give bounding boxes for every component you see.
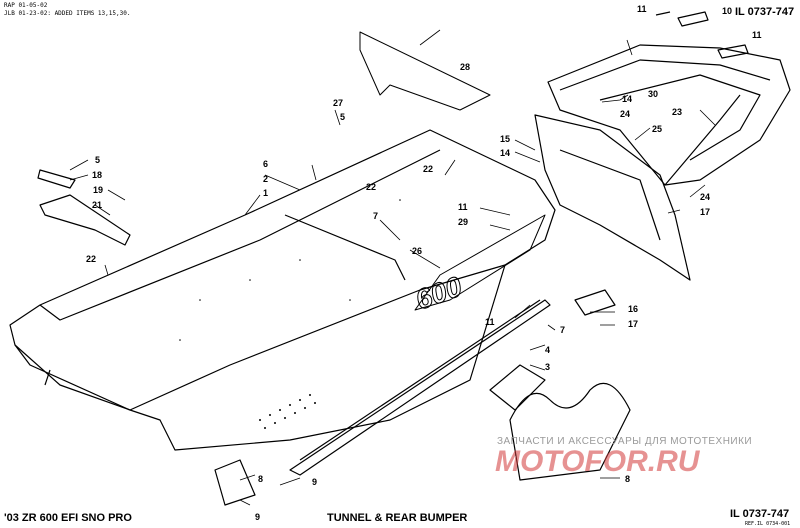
reference-id: REF.IL 0734-001 — [745, 521, 791, 527]
callout-2: 2 — [263, 174, 268, 184]
callout-8a: 8 — [258, 474, 263, 484]
callout-5b: 5 — [95, 155, 100, 165]
callout-22c: 22 — [86, 254, 96, 264]
callout-7b: 7 — [560, 325, 565, 335]
revision-line-2: JLB 01-23-02: ADDED ITEMS 13,15,30. — [4, 10, 131, 17]
decal-600: 600 — [411, 270, 466, 315]
callout-24b: 24 — [700, 192, 710, 202]
rear-flap-18 — [534, 114, 691, 281]
callout-19: 18 — [92, 170, 102, 180]
callout-1: 1 — [263, 188, 268, 198]
callout-27: 27 — [333, 98, 343, 108]
spring-3 — [509, 382, 631, 481]
callout-11: 10 — [722, 6, 732, 16]
revision-line-1: RAP 01-05-02 — [4, 2, 48, 9]
callout-25: 25 — [652, 124, 662, 134]
callout-26: 26 — [412, 246, 422, 256]
callout-15a: 14 — [500, 148, 510, 158]
callout-24a: 24 — [620, 109, 630, 119]
model-title: '03 ZR 600 EFI SNO PRO — [4, 512, 132, 524]
bracket-3 — [489, 364, 546, 411]
callout-29: 29 — [458, 217, 468, 227]
callout-17: 17 — [628, 319, 638, 329]
snowflap-28 — [359, 31, 491, 111]
callout-13d: 11 — [485, 317, 495, 327]
watermark-line-1: ЗАПЧАСТИ И АКСЕССУАРЫ ДЛЯ МОТОТЕХНИКИ — [497, 436, 753, 447]
callout-4: 4 — [545, 345, 550, 355]
rail-10 — [289, 299, 551, 476]
callout-20: 19 — [93, 185, 103, 195]
callout-7a: 7 — [373, 211, 378, 221]
callout-22a: 22 — [423, 164, 433, 174]
watermark-line-2: MOTOFOR.RU — [495, 445, 700, 478]
callout-13b: 11 — [637, 4, 647, 14]
plate-9 — [214, 459, 256, 506]
callout-22b: 22 — [366, 182, 376, 192]
callout-9: 9 — [255, 512, 260, 522]
callout-13a: 11 — [458, 202, 468, 212]
plate-16 — [574, 289, 616, 316]
illustration-id-top: IL 0737-747 — [735, 6, 795, 18]
callout-5a: 5 — [340, 112, 345, 122]
callout-21: 21 — [92, 200, 102, 210]
callout-30: 30 — [648, 89, 658, 99]
callout-8b: 8 — [625, 474, 630, 484]
section-title: TUNNEL & REAR BUMPER — [327, 512, 468, 524]
callout-6: 6 — [263, 159, 268, 169]
callout-28: 28 — [460, 62, 470, 72]
callout-3: 3 — [545, 362, 550, 372]
bracket-21 — [39, 194, 131, 246]
tunnel-side — [129, 264, 506, 451]
callout-16: 16 — [628, 304, 638, 314]
tunnel — [9, 129, 556, 411]
callout-10: 9 — [312, 477, 317, 487]
callout-13c: 11 — [752, 30, 762, 40]
callout-15b: 14 — [622, 94, 632, 104]
callout-23: 23 — [672, 107, 682, 117]
callout-14: 15 — [500, 134, 510, 144]
callout-18: 17 — [700, 207, 710, 217]
rear-bumper — [547, 44, 791, 186]
illustration-id-bottom: IL 0737-747 — [730, 508, 790, 520]
